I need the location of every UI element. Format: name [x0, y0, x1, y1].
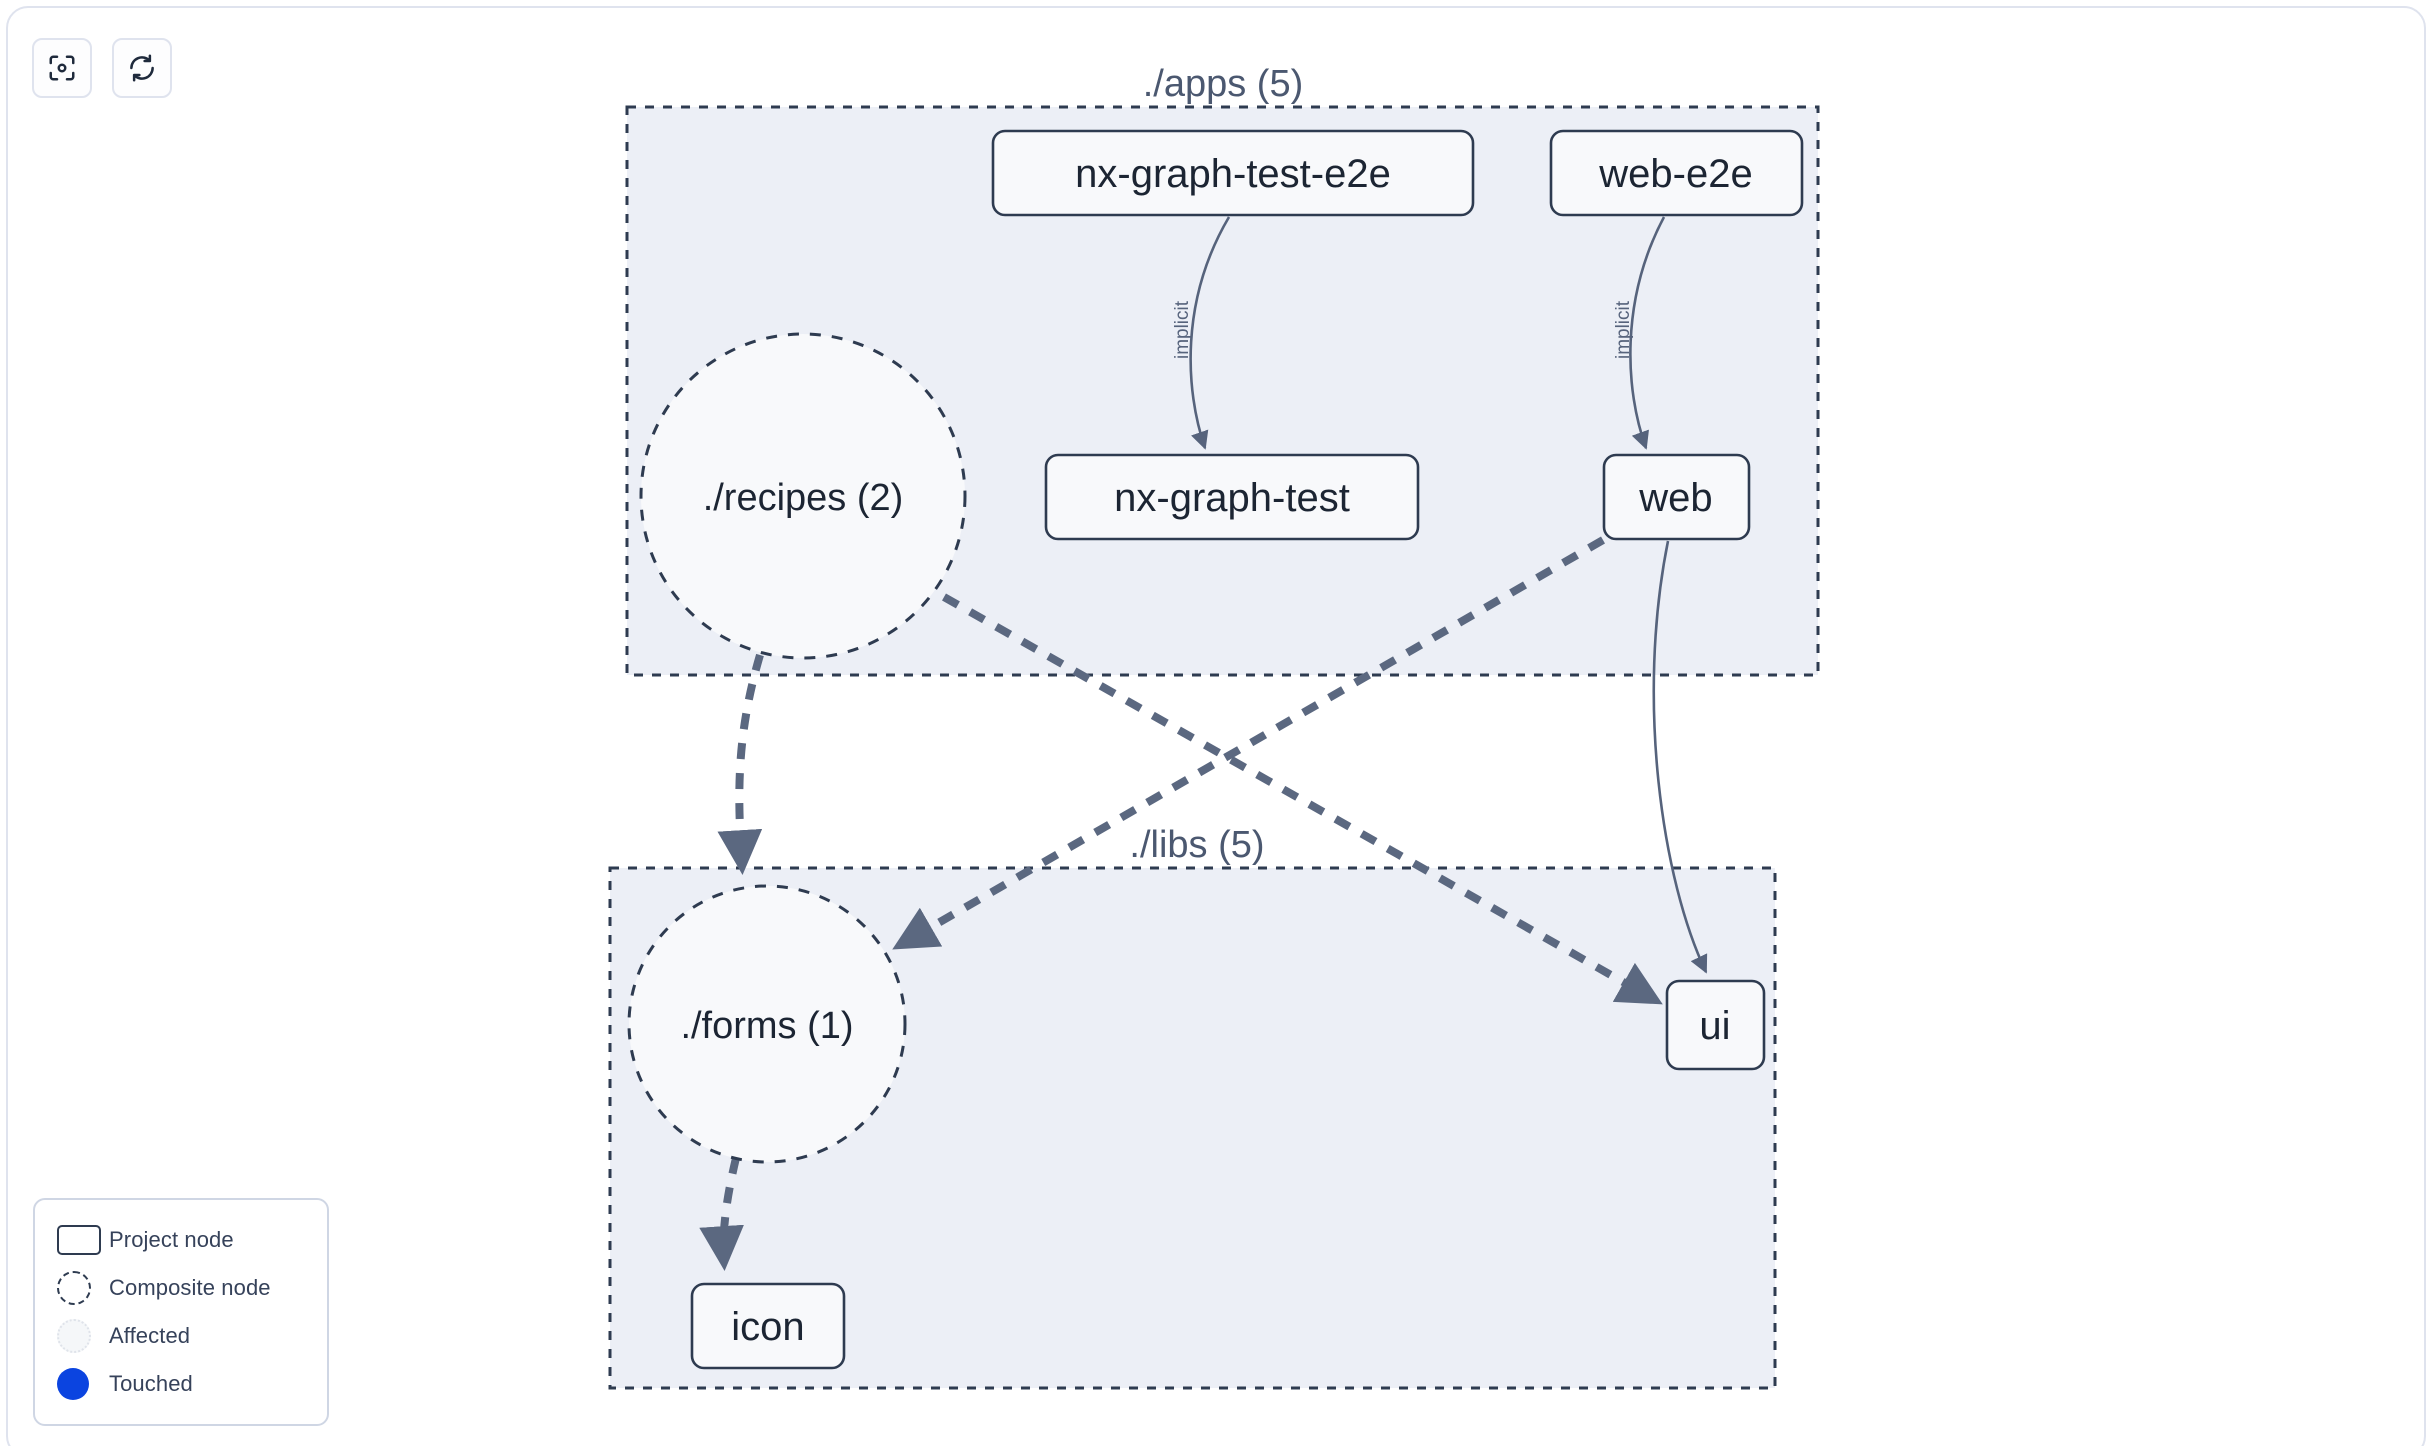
node-web-e2e[interactable]: web-e2e [1549, 129, 1804, 217]
group-libs-title: ./libs (5) [1129, 824, 1264, 866]
legend-label-composite-node: Composite node [109, 1275, 271, 1300]
node-nx-graph-test-label: nx-graph-test [1114, 476, 1350, 520]
refresh-icon [127, 53, 157, 83]
node-nx-graph-test-shape[interactable] [1044, 453, 1420, 541]
refresh-graph-button[interactable] [112, 38, 172, 98]
node-nx-graph-test-e2e-label: nx-graph-test-e2e [1075, 152, 1391, 196]
node-web[interactable]: web [1602, 453, 1751, 541]
node-recipes-shape[interactable] [639, 332, 967, 660]
legend-item-composite-node: Composite node [53, 1264, 309, 1312]
node-recipes-label: ./recipes (2) [703, 477, 904, 519]
graph-legend: Project node Composite node Affected Tou… [33, 1198, 329, 1426]
node-forms-shape[interactable] [627, 884, 907, 1164]
node-nx-graph-test-e2e[interactable]: nx-graph-test-e2e [991, 129, 1475, 217]
legend-label-project-node: Project node [109, 1227, 234, 1252]
node-recipes[interactable]: ./recipes (2) [639, 332, 967, 660]
node-web-shape[interactable] [1602, 453, 1751, 541]
composite-node-icon [53, 1271, 109, 1305]
node-forms-label: ./forms (1) [680, 1005, 853, 1047]
node-ui[interactable]: ui [1665, 979, 1766, 1071]
node-web-e2e-label: web-e2e [1598, 152, 1752, 196]
node-nx-graph-test-e2e-shape[interactable] [991, 129, 1475, 217]
focus-graph-button[interactable] [32, 38, 92, 98]
legend-label-touched: Touched [109, 1371, 193, 1396]
legend-item-affected: Affected [53, 1312, 309, 1360]
project-node-icon [53, 1225, 109, 1255]
legend-label-affected: Affected [109, 1323, 191, 1348]
edge-recipes-to-forms[interactable] [717, 653, 764, 875]
group-apps-title: ./apps (5) [1143, 63, 1304, 105]
node-nx-graph-test[interactable]: nx-graph-test [1044, 453, 1420, 541]
edge-nx-graph-test-e2e-to-nx-graph-test[interactable]: implicit [1172, 216, 1231, 450]
edge-label-implicit-1: implicit [1172, 300, 1193, 359]
affected-node-icon [53, 1319, 109, 1353]
edge-web-to-forms[interactable] [892, 536, 1605, 950]
node-ui-shape[interactable] [1665, 979, 1766, 1071]
node-forms[interactable]: ./forms (1) [627, 884, 907, 1164]
edge-web-to-ui[interactable] [1652, 540, 1708, 974]
touched-node-icon [53, 1368, 109, 1400]
edge-label-implicit-2: implicit [1613, 300, 1634, 359]
node-web-e2e-shape[interactable] [1549, 129, 1804, 217]
legend-item-project-node: Project node [53, 1216, 309, 1264]
graph-toolbar [32, 38, 172, 98]
node-web-label: web [1638, 476, 1712, 520]
edge-web-e2e-to-web[interactable]: implicit [1613, 216, 1666, 450]
node-icon-shape[interactable] [690, 1282, 846, 1370]
node-icon[interactable]: icon [690, 1282, 846, 1370]
focus-target-icon [47, 53, 77, 83]
node-icon-label: icon [731, 1305, 804, 1349]
edge-forms-to-icon[interactable] [699, 1157, 744, 1271]
legend-item-touched: Touched [53, 1360, 309, 1408]
node-ui-label: ui [1699, 1004, 1730, 1048]
